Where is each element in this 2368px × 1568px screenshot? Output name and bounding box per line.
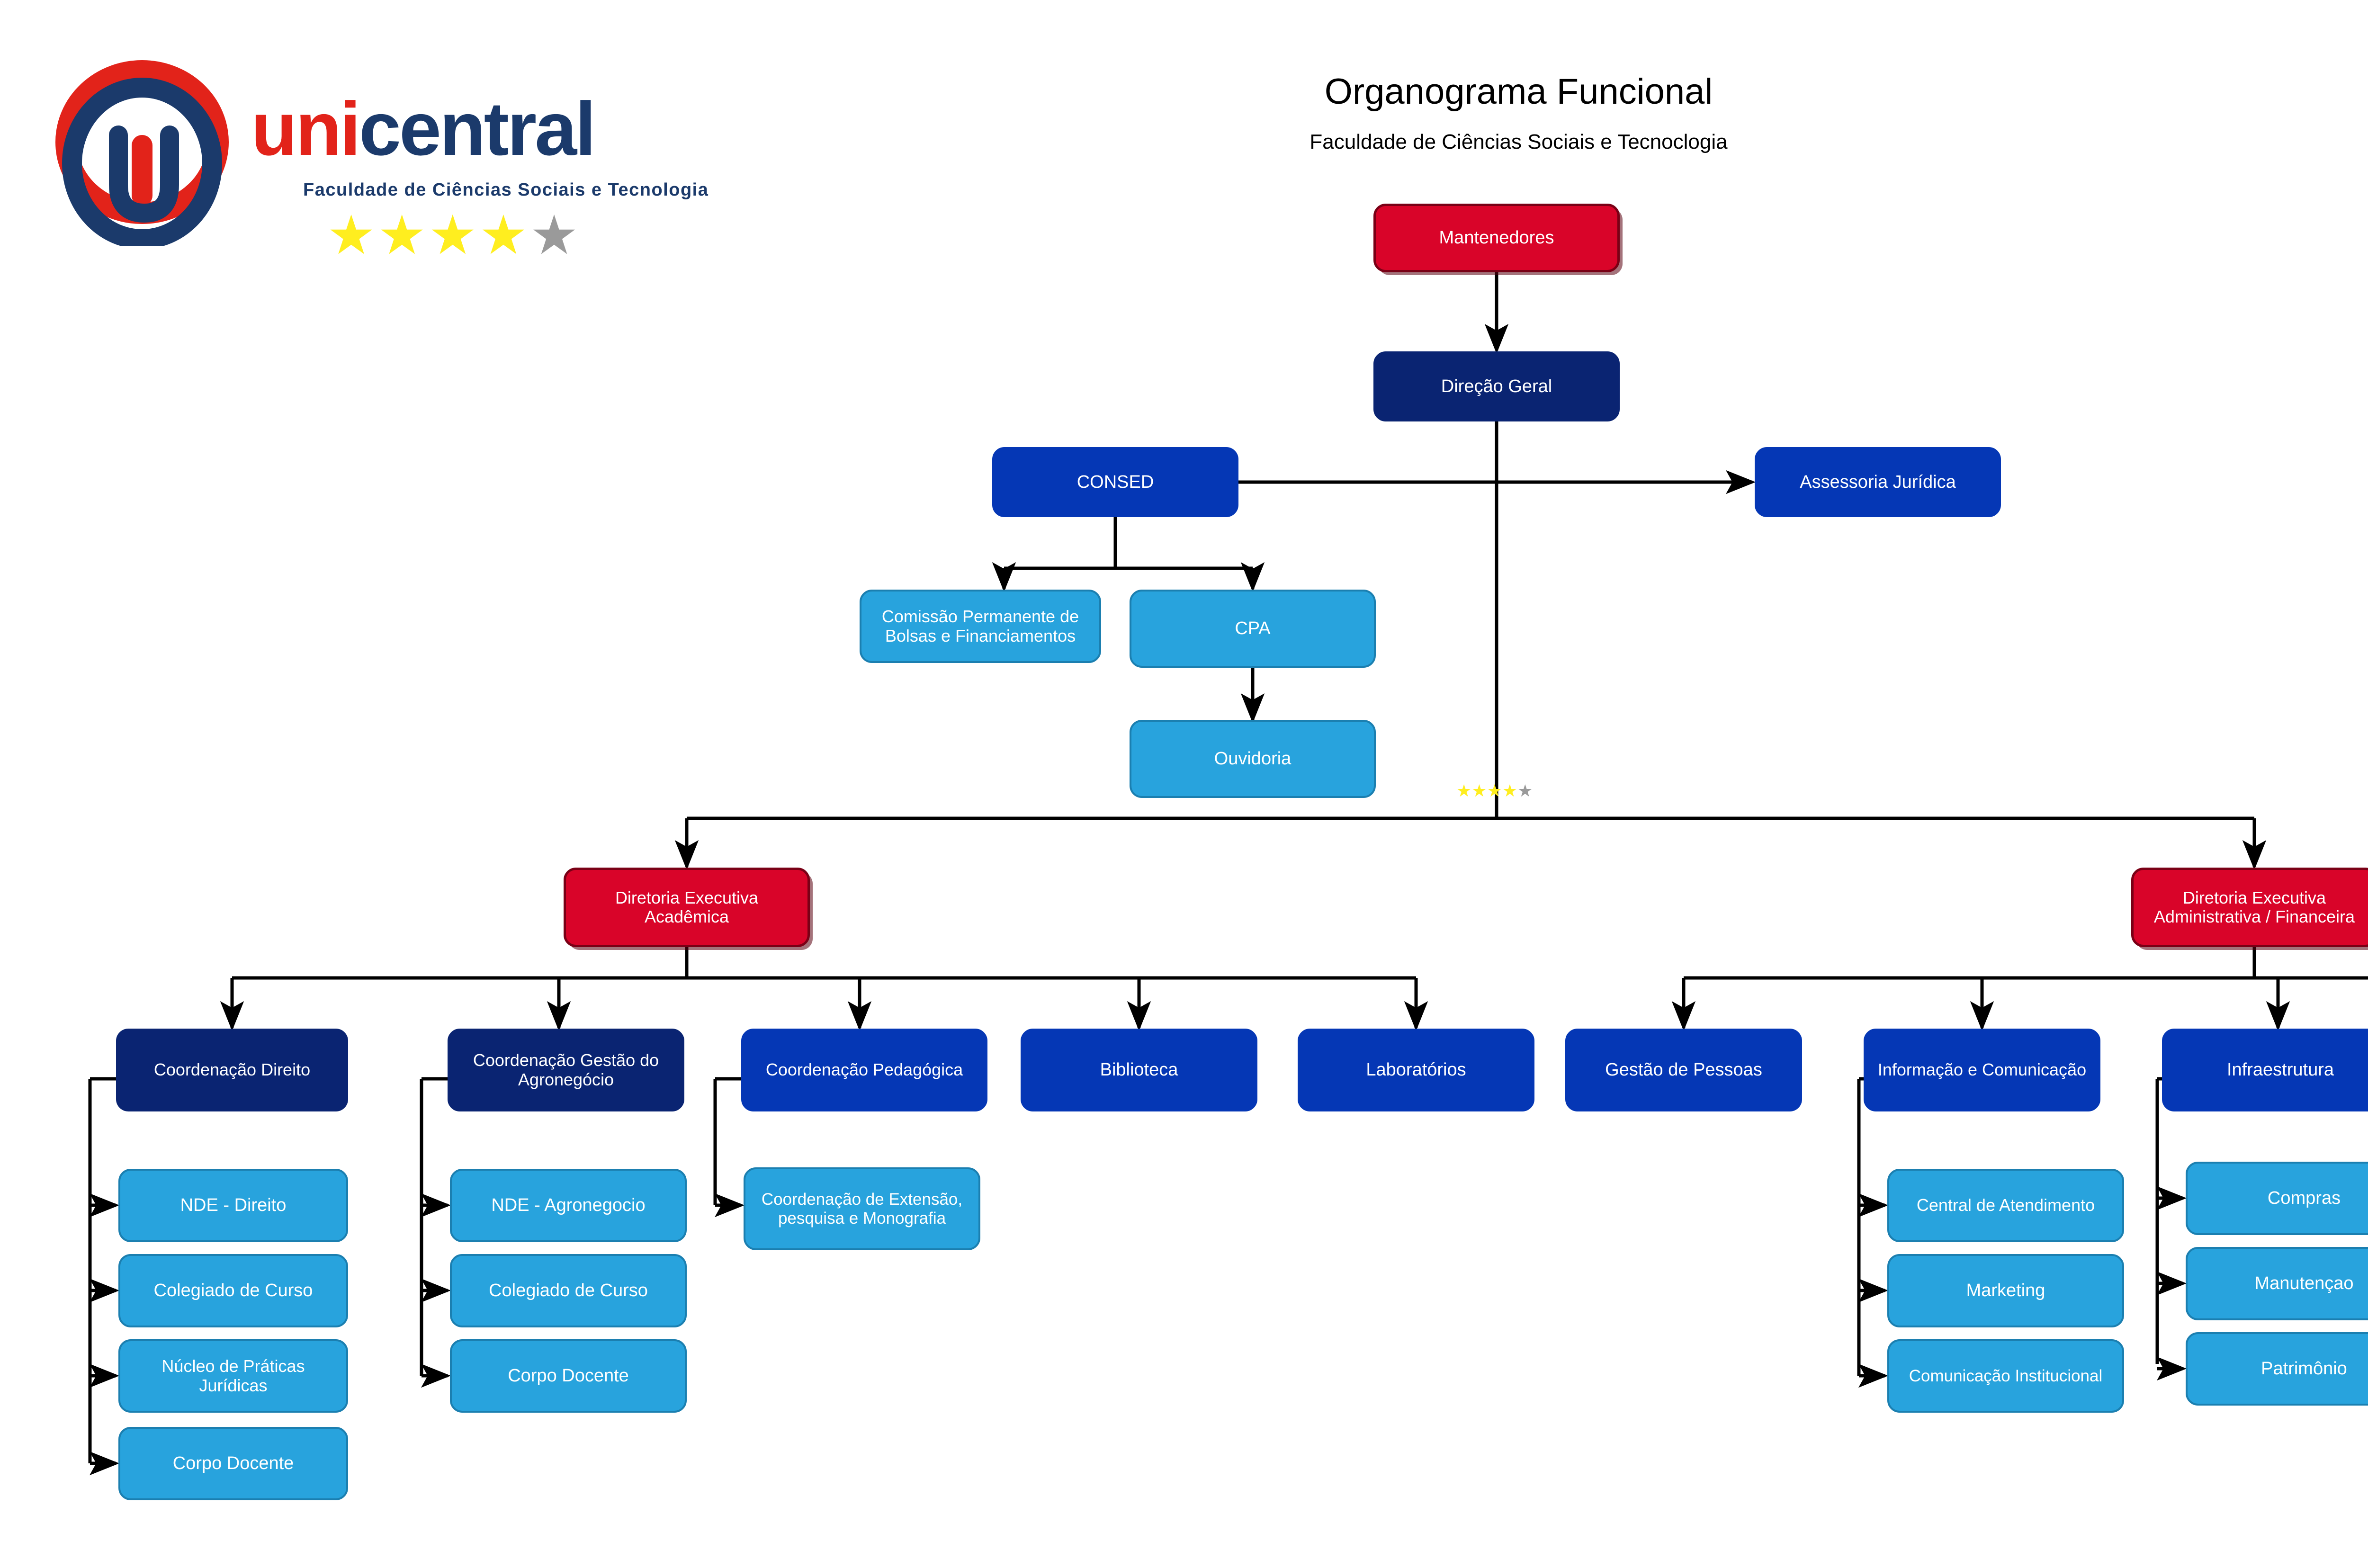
node-manutencao[interactable]: Manutençao [2186,1247,2368,1320]
logo-word-uni: uni [251,86,361,171]
node-nucleo-praticas-juridicas[interactable]: Núcleo de Práticas Jurídicas [118,1339,348,1413]
node-direcao-geral[interactable]: Direção Geral [1373,351,1620,421]
node-cpa[interactable]: CPA [1130,590,1376,668]
spine-star-icon-2: ★ [1471,781,1487,800]
node-consed[interactable]: CONSED [992,447,1238,517]
spine-star-icon-1: ★ [1456,781,1472,800]
node-diretoria-administrativa[interactable]: Diretoria Executiva Administrativa / Fin… [2131,868,2368,947]
page-subtitle: Faculdade de Ciências Sociais e Tecnoclo… [1310,130,1728,153]
logo-wordmark: unicentral [251,85,596,172]
node-ouvidoria[interactable]: Ouvidoria [1130,720,1376,798]
spine-star-icon-5: ★ [1517,781,1533,800]
star-icon-2: ★ [377,205,429,266]
node-patrimonio[interactable]: Patrimônio [2186,1332,2368,1406]
spine-star-icon-4: ★ [1502,781,1518,800]
spine-star-icon-3: ★ [1487,781,1502,800]
node-diretoria-academica[interactable]: Diretoria Executiva Acadêmica [564,868,810,947]
star-icon-4: ★ [479,205,530,266]
brand-logo: unicentral Faculdade de Ciências Sociais… [47,57,708,322]
node-central-de-atendimento[interactable]: Central de Atendimento [1887,1169,2124,1242]
node-marketing[interactable]: Marketing [1887,1254,2124,1327]
node-laboratorios[interactable]: Laboratórios [1298,1029,1534,1111]
star-icon-3: ★ [428,205,479,266]
node-nde-direito[interactable]: NDE - Direito [118,1169,348,1242]
node-coordenacao-pedagogica[interactable]: Coordenação Pedagógica [741,1029,987,1111]
node-comissao-bolsas[interactable]: Comissão Permanente de Bolsas e Financia… [860,590,1101,663]
node-biblioteca[interactable]: Biblioteca [1021,1029,1257,1111]
node-corpo-docente-agronegocio[interactable]: Corpo Docente [450,1339,687,1413]
logo-star-rating: ★★★★★ [327,208,581,263]
node-coordenacao-extensao-pesquisa-monografia[interactable]: Coordenação de Extensão, pesquisa e Mono… [744,1167,980,1250]
unicentral-logo-icon [55,60,229,246]
node-nde-agronegocio[interactable]: NDE - Agronegocio [450,1169,687,1242]
logo-word-central: central [359,86,596,171]
star-icon-1: ★ [327,205,378,266]
node-informacao-comunicacao[interactable]: Informação e Comunicação [1864,1029,2100,1111]
node-corpo-docente-direito[interactable]: Corpo Docente [118,1427,348,1500]
spine-star-rating: ★★★★★ [1456,782,1533,799]
node-compras[interactable]: Compras [2186,1162,2368,1235]
node-coordenacao-agronegocio[interactable]: Coordenação Gestão do Agronegócio [448,1029,684,1111]
node-colegiado-de-curso-agronegocio[interactable]: Colegiado de Curso [450,1254,687,1327]
node-coordenacao-direito[interactable]: Coordenação Direito [116,1029,348,1111]
node-infraestrutura[interactable]: Infraestrutura [2162,1029,2368,1111]
logo-tagline: Faculdade de Ciências Sociais e Tecnolog… [303,180,709,200]
page-title: Organograma Funcional [1324,72,1713,112]
node-gestao-de-pessoas[interactable]: Gestão de Pessoas [1565,1029,1802,1111]
node-mantenedores[interactable]: Mantenedores [1373,204,1620,272]
node-colegiado-de-curso-direito[interactable]: Colegiado de Curso [118,1254,348,1327]
node-comunicacao-institucional[interactable]: Comunicação Institucional [1887,1339,2124,1413]
node-assessoria-juridica[interactable]: Assessoria Jurídica [1755,447,2001,517]
star-icon-5: ★ [529,205,581,266]
